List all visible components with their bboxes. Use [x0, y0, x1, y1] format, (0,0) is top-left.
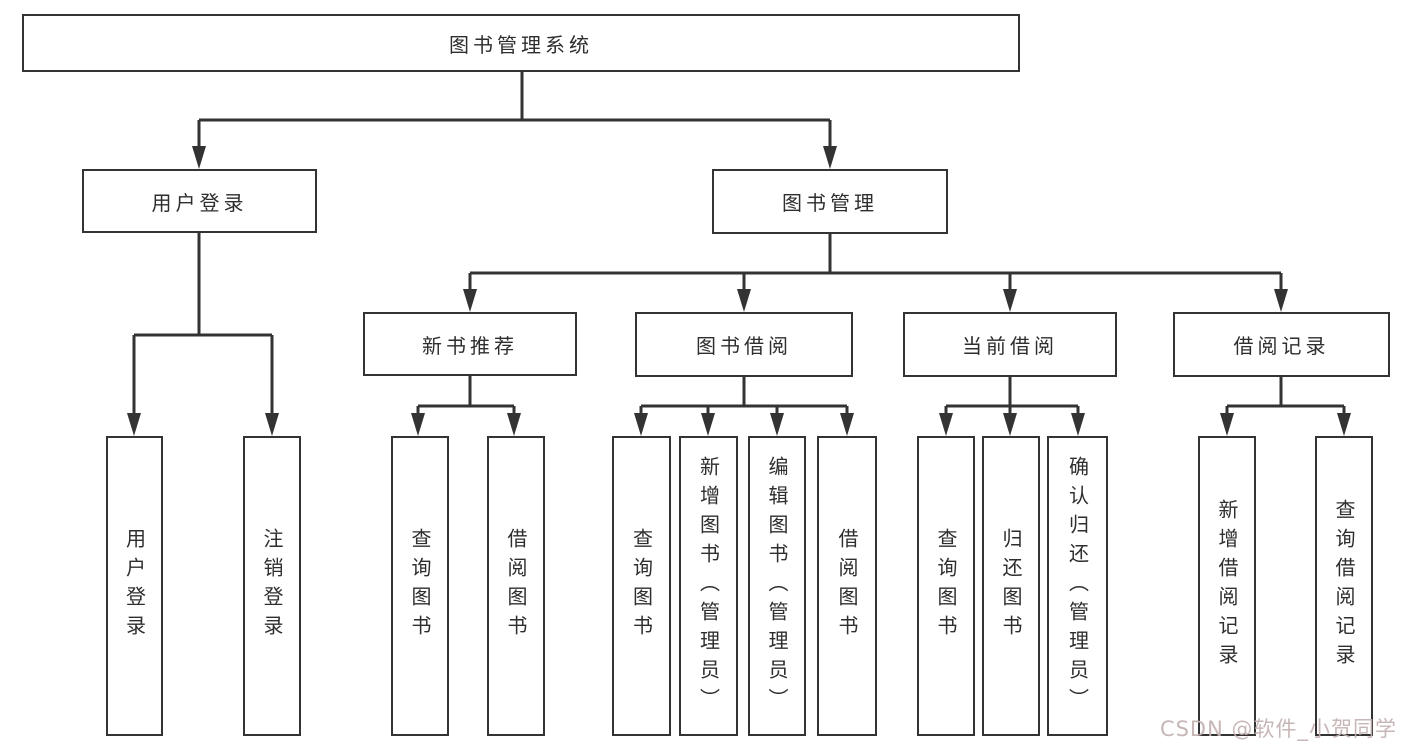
leaf-borrow-edit-books-admin: 编辑图书（管理员）: [748, 436, 806, 736]
leaf-borrow-borrow-books: 借阅图书: [817, 436, 877, 736]
leaf-current-confirm-return-admin: 确认归还（管理员）: [1047, 436, 1108, 736]
leaf-current-return-books: 归还图书: [982, 436, 1040, 736]
leaf-borrow-add-books-admin: 新增图书（管理员）: [679, 436, 738, 736]
leaf-newbook-query-books: 查询图书: [391, 436, 449, 736]
leaf-records-query-record: 查询借阅记录: [1315, 436, 1373, 736]
leaf-current-query-books: 查询图书: [917, 436, 975, 736]
node-book-management-system: 图书管理系统: [22, 14, 1020, 72]
leaf-newbook-borrow-books: 借阅图书: [487, 436, 545, 736]
leaf-user-login: 用户登录: [106, 436, 163, 736]
node-new-book-recommendation: 新书推荐: [363, 312, 577, 376]
node-book-management: 图书管理: [712, 169, 948, 234]
node-borrowing-records: 借阅记录: [1173, 312, 1390, 377]
node-user-login: 用户登录: [82, 169, 317, 233]
csdn-watermark: CSDN @软件_小贺同学: [1159, 717, 1397, 741]
leaf-records-add-record: 新增借阅记录: [1198, 436, 1256, 736]
arrowheads: [127, 146, 1351, 436]
leaf-borrow-query-books: 查询图书: [612, 436, 671, 736]
node-current-borrowing: 当前借阅: [903, 312, 1117, 377]
leaf-logout: 注销登录: [243, 436, 301, 736]
node-book-borrowing: 图书借阅: [635, 312, 853, 377]
